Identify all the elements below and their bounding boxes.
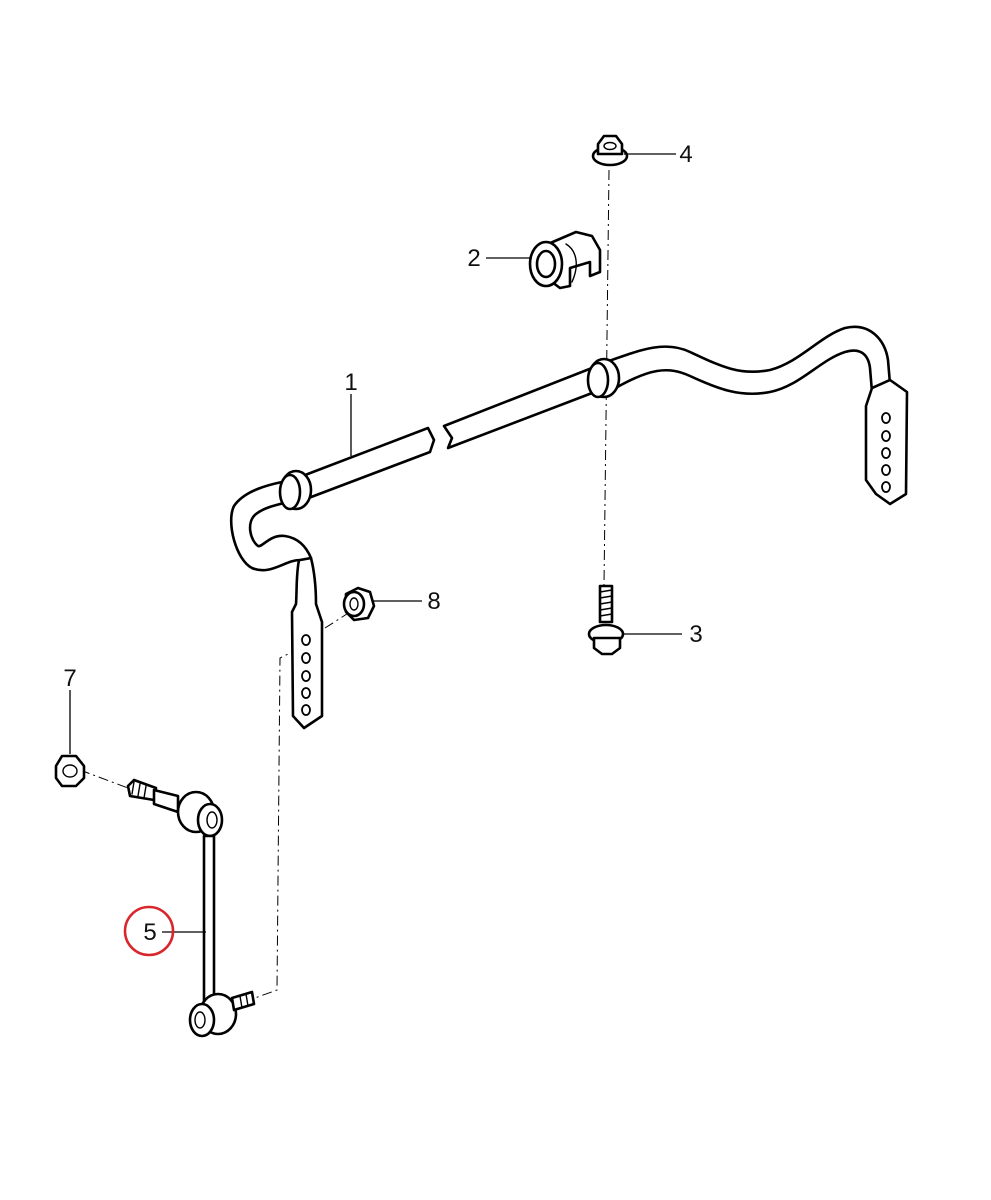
right-arm-holes [881, 412, 891, 493]
axis-line-5-arm [254, 647, 301, 999]
left-arm-holes [301, 634, 311, 716]
bar-break-right [443, 425, 453, 449]
flange-nut-small [342, 586, 376, 622]
bar-bush-right [586, 357, 621, 399]
callout-5-label: 5 [143, 919, 156, 946]
callout-2-label: 2 [467, 245, 480, 272]
bar-break-left [427, 427, 435, 453]
hex-nut [54, 754, 86, 788]
stabilizer-bar-right-section [442, 366, 602, 450]
stabilizer-bar-left-section [290, 426, 436, 504]
flange-nut-top [591, 134, 629, 167]
coupling-rod [126, 778, 256, 1038]
rubber-mount-bush [528, 230, 602, 290]
callout-7-label: 7 [63, 665, 76, 692]
axis-line-7 [79, 769, 129, 789]
callout-1-label: 1 [344, 369, 357, 396]
bar-bush-left [278, 469, 313, 511]
stabilizer-bar-left-bend [229, 478, 313, 572]
stabilizer-bar-right-arm [864, 378, 909, 506]
callout-8-label: 8 [427, 588, 440, 615]
callout-4-label: 4 [679, 141, 692, 168]
flange-bolt [587, 584, 625, 656]
stabilizer-bar [229, 325, 909, 730]
callout-3-label: 3 [689, 621, 702, 648]
stabilizer-bar-right-bend [604, 325, 892, 396]
callout-5-highlight-circle [123, 905, 175, 957]
axis-line-8 [324, 611, 351, 629]
